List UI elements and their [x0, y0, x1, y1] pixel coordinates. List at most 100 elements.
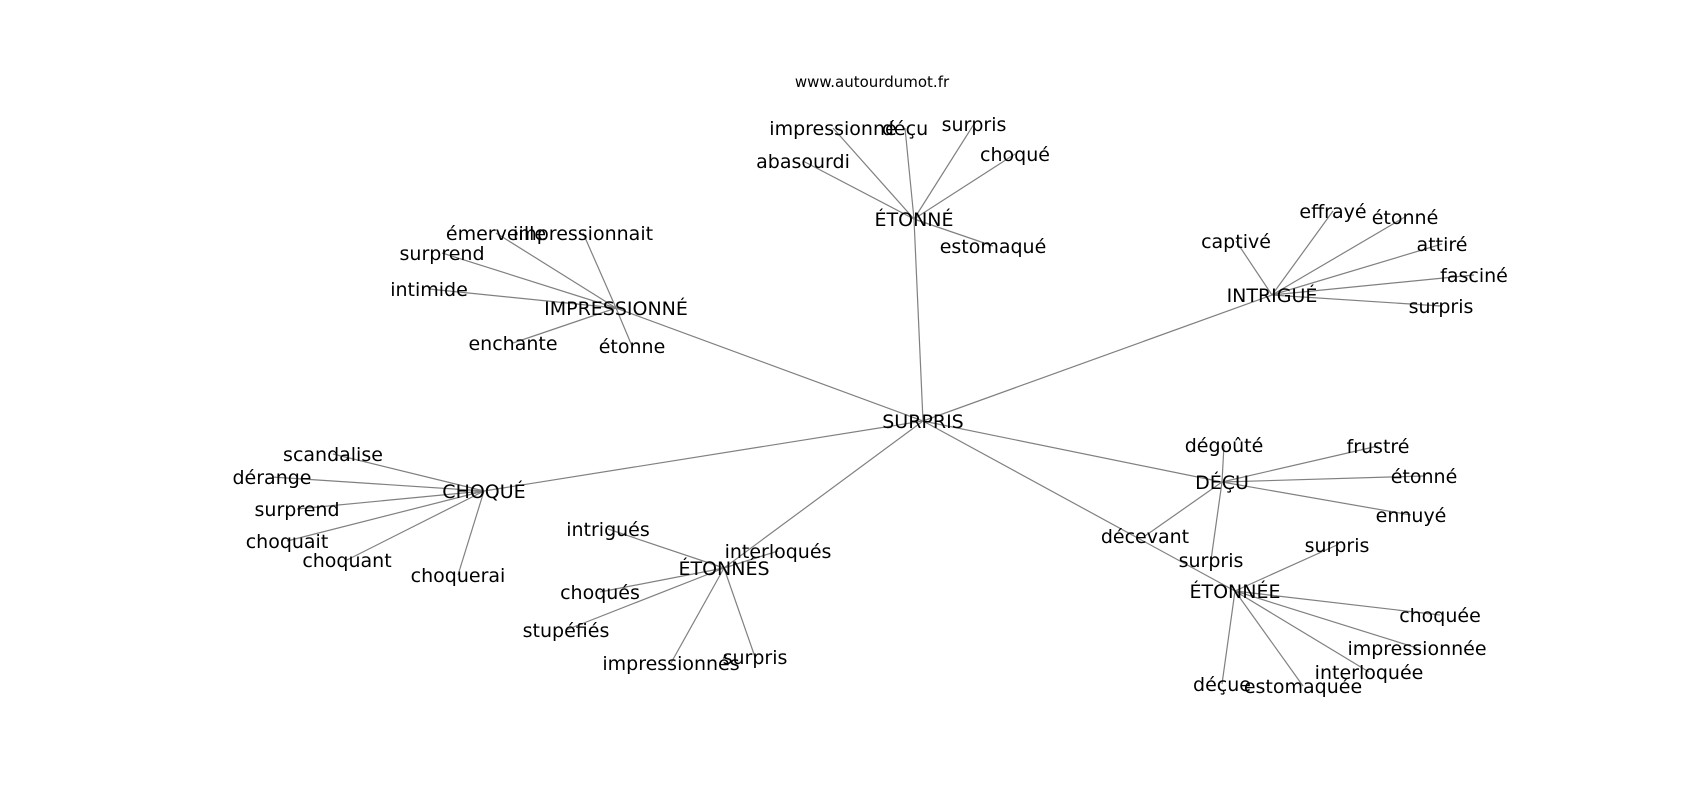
- edge-etonne-etonne-6: [913, 218, 994, 247]
- node-impr-1: émerveille: [446, 223, 546, 245]
- node-intr-3: captivé: [1201, 231, 1271, 253]
- edge-choque-choq-1: [332, 453, 485, 492]
- node-decu-5: décevant: [1101, 526, 1189, 548]
- edge-decu-decu-1: [1221, 444, 1225, 483]
- node-etonne-3: surpris: [942, 114, 1007, 136]
- edge-center-etonnee: [922, 420, 1236, 592]
- edge-etonne-etonne-2: [904, 127, 915, 220]
- edge-etonnes-etns-3: [599, 567, 725, 593]
- node-impr-3: surprend: [400, 243, 485, 265]
- node-etne-1: surpris: [1305, 535, 1370, 557]
- node-decu-3: étonné: [1391, 466, 1458, 488]
- edge-etonnes-etns-4: [565, 567, 725, 631]
- node-etns-2: interloqués: [725, 541, 832, 563]
- node-center: SURPRIS: [882, 411, 964, 433]
- node-decu-1: dégoûté: [1185, 435, 1264, 457]
- node-intr-2: étonné: [1372, 207, 1439, 229]
- edge-intrigue-intr-3: [1235, 240, 1273, 296]
- edge-etonnee-etne-6: [1234, 590, 1304, 687]
- node-etonne-5: abasourdi: [756, 151, 850, 173]
- node-decu-4: ennuyé: [1376, 505, 1447, 527]
- node-intr-6: surpris: [1409, 296, 1474, 318]
- node-etne-2: choquée: [1399, 605, 1481, 627]
- edge-choque-choq-4: [286, 490, 485, 542]
- edge-etonnee-etne-5: [1221, 590, 1236, 685]
- node-etns-6: surpris: [723, 647, 788, 669]
- edge-impressionne-impr-1: [495, 232, 617, 309]
- edge-intrigue-intr-6: [1271, 294, 1442, 307]
- node-impr-6: étonne: [599, 336, 666, 358]
- node-choq-3: surprend: [255, 499, 340, 521]
- node-etne-6: estomaquée: [1244, 676, 1362, 698]
- edge-choque-choq-2: [271, 476, 485, 492]
- node-choq-6: choquerai: [411, 565, 506, 587]
- node-decu-6: surpris: [1179, 550, 1244, 572]
- edge-etonnes-etns-1: [607, 528, 725, 569]
- edge-center-etonnes: [723, 420, 924, 569]
- node-etns-1: intrigués: [566, 519, 650, 541]
- node-etonne-1: impressionné: [769, 118, 896, 140]
- edge-center-choque: [483, 420, 924, 492]
- node-etonnee: ÉTONNÉE: [1189, 580, 1280, 603]
- edge-etonnee-etne-4: [1234, 590, 1370, 673]
- node-etns-3: choqués: [560, 582, 640, 604]
- edge-center-decu: [922, 420, 1223, 483]
- node-choque: CHOQUÉ: [442, 480, 525, 503]
- edge-etonnee-etne-2: [1234, 590, 1441, 616]
- edge-etonnes-etns-2: [723, 550, 779, 569]
- edge-center-etonne: [913, 218, 924, 422]
- graph-edges: [271, 123, 1475, 687]
- edge-impressionne-impr-2: [582, 232, 617, 309]
- edge-intrigue-intr-5: [1271, 274, 1475, 296]
- node-impr-5: enchante: [468, 333, 557, 355]
- node-choq-2: dérange: [233, 467, 312, 489]
- node-etns-4: stupéfiés: [523, 620, 610, 642]
- node-decu-2: frustré: [1347, 436, 1410, 458]
- node-etonne-2: déçu: [882, 118, 928, 140]
- edge-decu-decu-4: [1221, 481, 1412, 516]
- edge-impressionne-impr-6: [615, 307, 633, 347]
- node-etne-5: déçue: [1193, 674, 1251, 696]
- edge-choque-choq-3: [296, 490, 485, 510]
- edge-etonnes-etns-5: [670, 567, 725, 664]
- node-choq-5: choquant: [302, 550, 391, 572]
- edge-center-impressionne: [615, 307, 924, 422]
- edge-etonnes-etns-6: [723, 567, 756, 658]
- node-intr-4: attiré: [1417, 234, 1468, 256]
- edge-intrigue-intr-2: [1271, 216, 1406, 296]
- edge-impressionne-impr-4: [428, 288, 617, 309]
- node-etonne: ÉTONNÉ: [875, 208, 954, 231]
- edge-etonne-etonne-1: [832, 127, 915, 220]
- node-intr-1: effrayé: [1299, 201, 1366, 223]
- edge-decu-decu-2: [1221, 445, 1379, 483]
- node-decu: DÉÇU: [1195, 471, 1249, 494]
- node-etne-3: impressionnée: [1347, 638, 1486, 660]
- node-etonne-4: choqué: [980, 144, 1050, 166]
- edge-etonne-etonne-5: [802, 160, 915, 220]
- edge-choque-choq-6: [457, 490, 485, 576]
- edge-impressionne-impr-5: [512, 307, 617, 344]
- node-etonnes: ÉTONNÉS: [678, 557, 769, 580]
- edge-center-intrigue: [922, 294, 1273, 422]
- edge-etonnee-etne-3: [1234, 590, 1418, 649]
- edge-intrigue-intr-4: [1271, 243, 1443, 296]
- edge-decu-decu-3: [1221, 475, 1425, 483]
- node-impressionne: IMPRESSIONNÉ: [544, 297, 688, 320]
- node-choq-1: scandalise: [283, 444, 383, 466]
- edge-intrigue-intr-1: [1271, 210, 1334, 296]
- node-etne-4: interloquée: [1315, 662, 1424, 684]
- source-watermark: www.autourdumot.fr: [795, 73, 950, 91]
- edge-etonne-etonne-3: [913, 123, 975, 220]
- node-impr-2: impressionnait: [513, 223, 653, 245]
- edge-choque-choq-5: [346, 490, 485, 561]
- edge-etonne-etonne-4: [913, 153, 1016, 220]
- node-intrigue: INTRIGUÉ: [1227, 284, 1318, 307]
- node-choq-4: choquait: [246, 531, 329, 553]
- edge-etonnee-etne-1: [1234, 544, 1338, 592]
- graph-labels: SURPRIS ÉTONNÉ IMPRESSIONNÉ INTRIGUÉ CHOQUÉ É…: [233, 114, 1508, 698]
- edge-decu-decu-5: [1144, 481, 1223, 537]
- node-etonne-6: estomaqué: [940, 236, 1047, 258]
- node-impr-4: intimide: [390, 279, 468, 301]
- edge-impressionne-impr-3: [441, 252, 617, 309]
